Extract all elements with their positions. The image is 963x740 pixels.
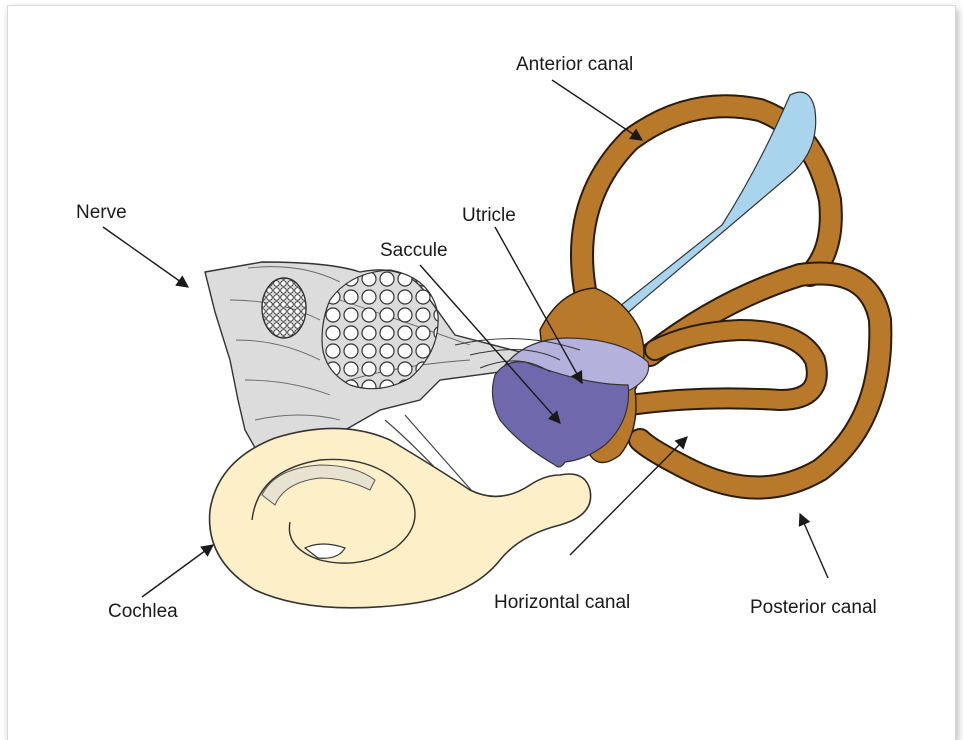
- label-nerve: Nerve: [76, 202, 127, 223]
- label-horizontal-canal: Horizontal canal: [494, 592, 630, 613]
- label-anterior-canal: Anterior canal: [516, 54, 633, 75]
- label-posterior-canal: Posterior canal: [750, 597, 877, 618]
- label-utricle: Utricle: [462, 205, 516, 226]
- label-saccule: Saccule: [380, 240, 448, 261]
- cochlea: [210, 428, 591, 607]
- label-cochlea: Cochlea: [108, 601, 178, 622]
